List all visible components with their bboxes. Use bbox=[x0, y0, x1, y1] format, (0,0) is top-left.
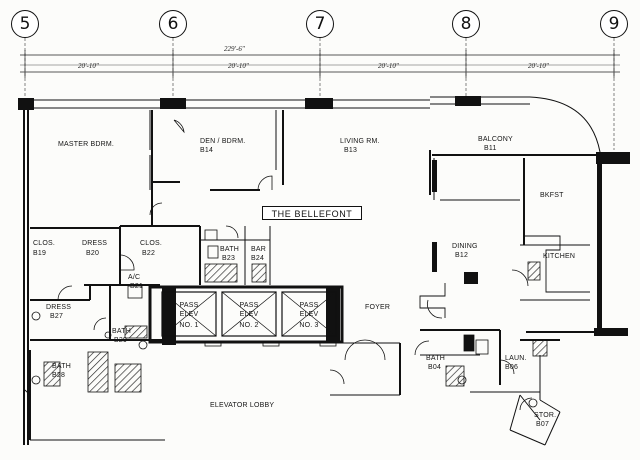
room-code-clos-1: B19 bbox=[33, 250, 47, 257]
room-code-dress-1: B20 bbox=[86, 250, 100, 257]
dimension-lines bbox=[20, 50, 620, 78]
room-code-bath-4: B04 bbox=[428, 364, 442, 371]
walls-thin bbox=[30, 110, 590, 446]
kitchen-counter bbox=[24, 235, 590, 396]
grid-marker-8: 8 bbox=[452, 10, 480, 38]
span-dimension-1: 20'-10" bbox=[78, 62, 99, 70]
room-label-bath-4: BATH bbox=[426, 355, 445, 362]
room-label-bar: BAR bbox=[251, 246, 266, 253]
elevator-1-line2: ELEV bbox=[179, 311, 199, 318]
room-label-balcony: BALCONY bbox=[478, 136, 513, 143]
room-label-foyer: FOYER bbox=[365, 304, 391, 311]
room-code-living: B13 bbox=[344, 147, 358, 154]
room-code-laun: B06 bbox=[505, 364, 519, 371]
room-code-bath-2: B29 bbox=[114, 337, 128, 344]
fixtures bbox=[31, 229, 548, 408]
grid-marker-6: 6 bbox=[159, 10, 187, 38]
room-label-stor: STOR. bbox=[534, 412, 557, 419]
room-label-dress-2: DRESS bbox=[46, 304, 72, 311]
room-label-den-bdrm: DEN / BDRM. bbox=[200, 138, 246, 145]
room-label-dress-1: DRESS bbox=[82, 240, 108, 247]
room-label-clos-2: CLOS. bbox=[140, 240, 163, 247]
room-label-dining: DINING bbox=[452, 243, 478, 250]
elevator-3-line3: NO. 3 bbox=[299, 322, 319, 329]
room-label-elevator-lobby: ELEVATOR LOBBY bbox=[210, 402, 275, 409]
elevator-3-line1: PASS bbox=[299, 302, 319, 309]
room-label-laun: LAUN. bbox=[505, 355, 527, 362]
room-code-dress-2: B27 bbox=[50, 313, 64, 320]
grid-marker-7: 7 bbox=[306, 10, 334, 38]
span-dimension-3: 20'-10" bbox=[378, 62, 399, 70]
room-label-bkfst: BKFST bbox=[540, 192, 564, 199]
overall-dimension: 229'-6" bbox=[224, 45, 245, 53]
room-label-bath-1: BATH bbox=[220, 246, 239, 253]
grid-marker-5: 5 bbox=[11, 10, 39, 38]
room-label-living-rm: LIVING RM. bbox=[340, 138, 380, 145]
room-code-balcony: B11 bbox=[484, 145, 497, 152]
elevator-2-line1: PASS bbox=[239, 302, 259, 309]
room-code-dining: B12 bbox=[455, 252, 469, 259]
room-label-ac: A/C bbox=[128, 274, 141, 281]
room-code-den: B14 bbox=[200, 147, 214, 154]
elevator-1-line3: NO. 1 bbox=[179, 322, 199, 329]
room-code-stor: B07 bbox=[536, 421, 550, 428]
grid-marker-9: 9 bbox=[600, 10, 628, 38]
wall-fills bbox=[432, 160, 602, 332]
room-code-bath-3: B28 bbox=[52, 372, 66, 379]
elevator-1-line1: PASS bbox=[179, 302, 199, 309]
span-dimension-4: 20'-10" bbox=[528, 62, 549, 70]
room-code-clos-2: B22 bbox=[142, 250, 156, 257]
room-label-kitchen: KITCHEN bbox=[543, 253, 576, 260]
room-label-clos-1: CLOS. bbox=[33, 240, 56, 247]
elevator-2-line2: ELEV bbox=[239, 311, 259, 318]
room-code-ac: B21 bbox=[130, 283, 144, 290]
door-swings bbox=[57, 119, 533, 411]
elevator-block bbox=[148, 285, 344, 347]
room-label-bath-3: BATH bbox=[52, 363, 71, 370]
elevator-2-line3: NO. 2 bbox=[239, 322, 259, 329]
elevator-3-line2: ELEV bbox=[299, 311, 319, 318]
room-code-bar: B24 bbox=[251, 255, 265, 262]
room-label-bath-2: BATH bbox=[112, 328, 131, 335]
building-sign: THE BELLEFONT bbox=[262, 206, 362, 220]
walls bbox=[23, 108, 600, 445]
span-dimension-2: 20'-10" bbox=[228, 62, 249, 70]
room-code-bath-1: B23 bbox=[222, 255, 236, 262]
room-label-master-bdrm: MASTER BDRM. bbox=[58, 141, 115, 148]
